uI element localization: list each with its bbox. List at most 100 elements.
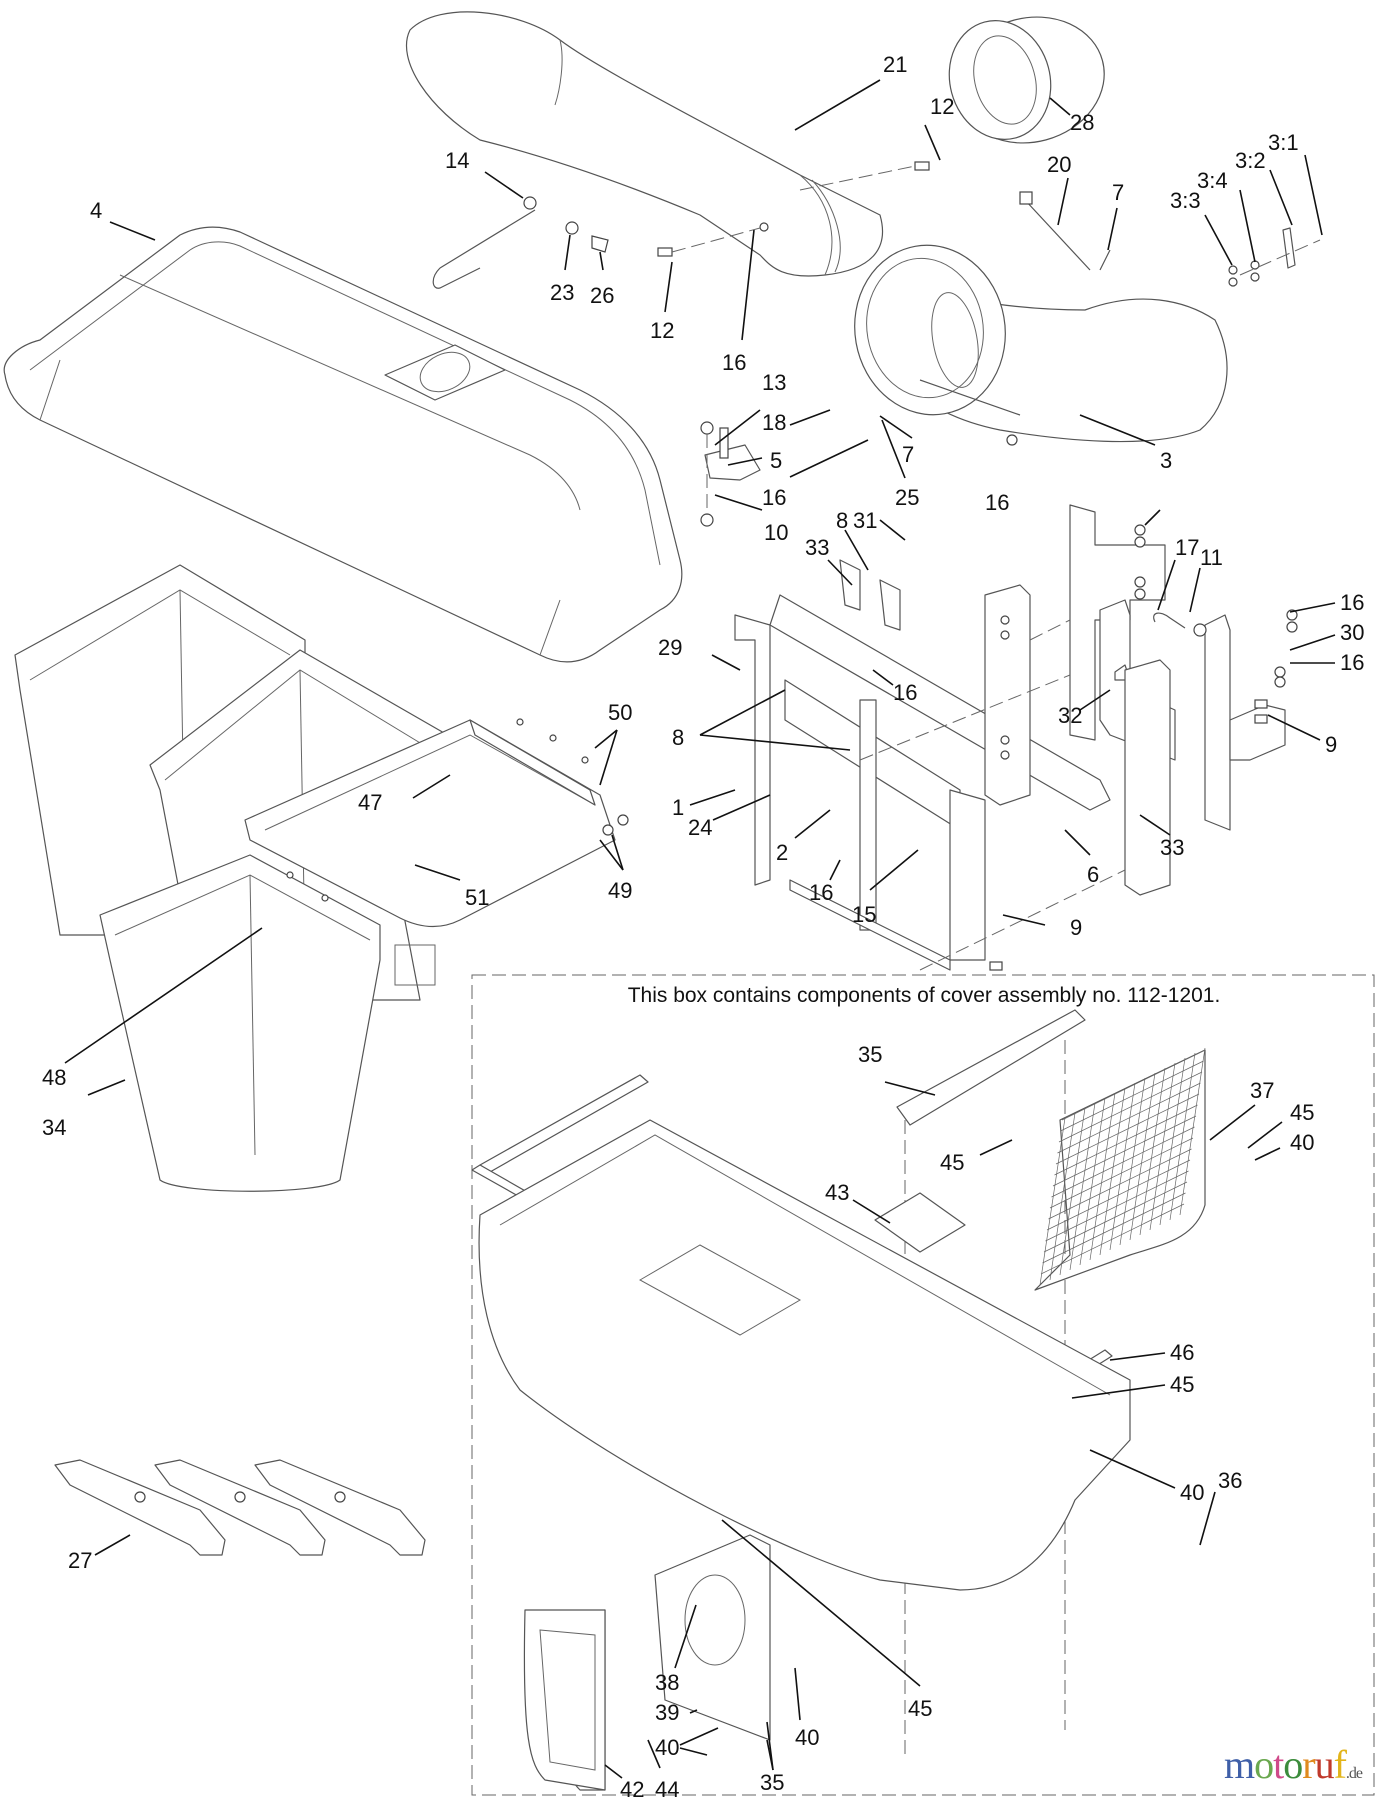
part-33-plate-upper <box>984 584 1031 806</box>
callout-43: 43 <box>825 1180 849 1205</box>
part-44-gasket <box>654 1534 771 1741</box>
callout-25: 25 <box>895 485 919 510</box>
part-33-plate-lower <box>1124 659 1171 896</box>
mesh-wire <box>1061 1049 1206 1121</box>
logo-letter: t <box>1273 1742 1284 1787</box>
mesh-wire <box>1043 1181 1188 1253</box>
callout-2: 2 <box>776 840 788 865</box>
callout-40a: 40 <box>1290 1130 1314 1155</box>
callout-16g: 16 <box>809 880 833 905</box>
callout-14: 14 <box>445 148 469 173</box>
callout-16a: 16 <box>722 350 746 375</box>
mesh-wire <box>1079 1097 1106 1266</box>
callout-26: 26 <box>590 283 614 308</box>
mesh-wire <box>1179 1047 1206 1216</box>
callout-40d: 40 <box>795 1725 819 1750</box>
callout-11: 11 <box>1200 545 1223 570</box>
callout-5: 5 <box>770 448 782 473</box>
mesh-wire <box>1052 1115 1197 1187</box>
mesh-wire <box>1048 1148 1192 1220</box>
mesh-wire <box>1109 1082 1136 1251</box>
callout-45b: 45 <box>940 1150 964 1175</box>
callout-3-2: 3:2 <box>1235 148 1266 173</box>
callouts: 4 14 23 26 12 12 16 21 28 20 7 3:3 3:4 3… <box>42 52 1364 1800</box>
cover-assembly-note: This box contains components of cover as… <box>628 984 1221 1007</box>
callout-46: 46 <box>1170 1340 1194 1365</box>
mesh-wire <box>1169 1052 1196 1221</box>
callout-16e: 16 <box>893 680 917 705</box>
mesh-wire <box>1055 1093 1200 1165</box>
callout-31: 31 <box>853 508 877 533</box>
callout-28: 28 <box>1070 110 1094 135</box>
callout-24: 24 <box>688 815 712 840</box>
callout-4: 4 <box>90 198 102 223</box>
callout-38: 38 <box>655 1670 679 1695</box>
callout-48: 48 <box>42 1065 66 1090</box>
callout-10: 10 <box>764 520 788 545</box>
mesh-wire <box>1129 1072 1156 1241</box>
mesh-wire <box>1069 1102 1096 1271</box>
callout-39: 39 <box>655 1700 679 1725</box>
mesh-wire <box>1119 1077 1146 1246</box>
callout-23: 23 <box>550 280 574 305</box>
part-43-plate <box>874 1192 966 1253</box>
callout-16f: 16 <box>1340 650 1364 675</box>
callout-18: 18 <box>762 410 786 435</box>
callout-3-4: 3:4 <box>1197 168 1228 193</box>
mesh-wire <box>1159 1057 1186 1226</box>
logo-letter: m <box>1223 1742 1255 1787</box>
callout-51: 51 <box>465 885 489 910</box>
mesh-wire <box>1051 1126 1195 1198</box>
callout-21: 21 <box>883 52 907 77</box>
part-28-coupling <box>948 16 1105 144</box>
motoruf-watermark: motoruf.de <box>1223 1741 1363 1788</box>
callout-42: 42 <box>620 1777 644 1800</box>
callout-9a: 9 <box>1325 732 1337 757</box>
callout-35a: 35 <box>858 1042 882 1067</box>
part-42-frame <box>523 1609 606 1791</box>
callout-8b: 8 <box>672 725 684 750</box>
callout-12b: 12 <box>930 94 954 119</box>
callout-20: 20 <box>1047 152 1071 177</box>
mesh-wire <box>1058 1071 1203 1143</box>
callout-3-1: 3:1 <box>1268 130 1299 155</box>
mesh-wire <box>1049 1112 1076 1281</box>
part-29-mount-frame <box>734 559 1111 971</box>
cover-assembly-box: This box contains components of cover as… <box>471 974 1375 1796</box>
part-30-plate <box>1204 614 1286 831</box>
part-27-blades <box>54 1459 426 1556</box>
hardware-latch <box>432 161 930 289</box>
mesh-wire <box>1042 1192 1186 1264</box>
callout-33a: 33 <box>805 535 829 560</box>
callout-15: 15 <box>852 902 876 927</box>
mesh-wire <box>1046 1159 1191 1231</box>
mesh-wire <box>1149 1062 1176 1231</box>
callout-37: 37 <box>1250 1078 1274 1103</box>
mesh-wire <box>1049 1137 1194 1209</box>
hardware-3-series <box>1228 227 1321 287</box>
callout-49: 49 <box>608 878 632 903</box>
callout-50: 50 <box>608 700 632 725</box>
mesh-wire <box>1089 1092 1116 1261</box>
hardware-frame <box>859 524 1298 971</box>
callout-16b: 16 <box>762 485 786 510</box>
callout-16d: 16 <box>1340 590 1364 615</box>
callout-7a: 7 <box>1112 180 1124 205</box>
callout-27: 27 <box>68 1548 92 1573</box>
callout-44: 44 <box>655 1777 679 1800</box>
callout-45d: 45 <box>908 1696 932 1721</box>
part-17-11-pin <box>1153 612 1207 637</box>
logo-letter: f <box>1333 1742 1347 1787</box>
part-47-bracket <box>469 718 629 836</box>
callout-40c: 40 <box>655 1735 679 1760</box>
part-31-plate <box>1069 504 1166 741</box>
mesh-wire <box>1045 1170 1189 1242</box>
callout-12a: 12 <box>650 318 674 343</box>
callout-7b: 7 <box>902 442 914 467</box>
callout-34: 34 <box>42 1115 66 1140</box>
part-5-bracket <box>700 421 761 527</box>
part-18-rod <box>919 379 1021 446</box>
callout-3-3: 3:3 <box>1170 188 1201 213</box>
logo-letter: o <box>1283 1742 1303 1787</box>
